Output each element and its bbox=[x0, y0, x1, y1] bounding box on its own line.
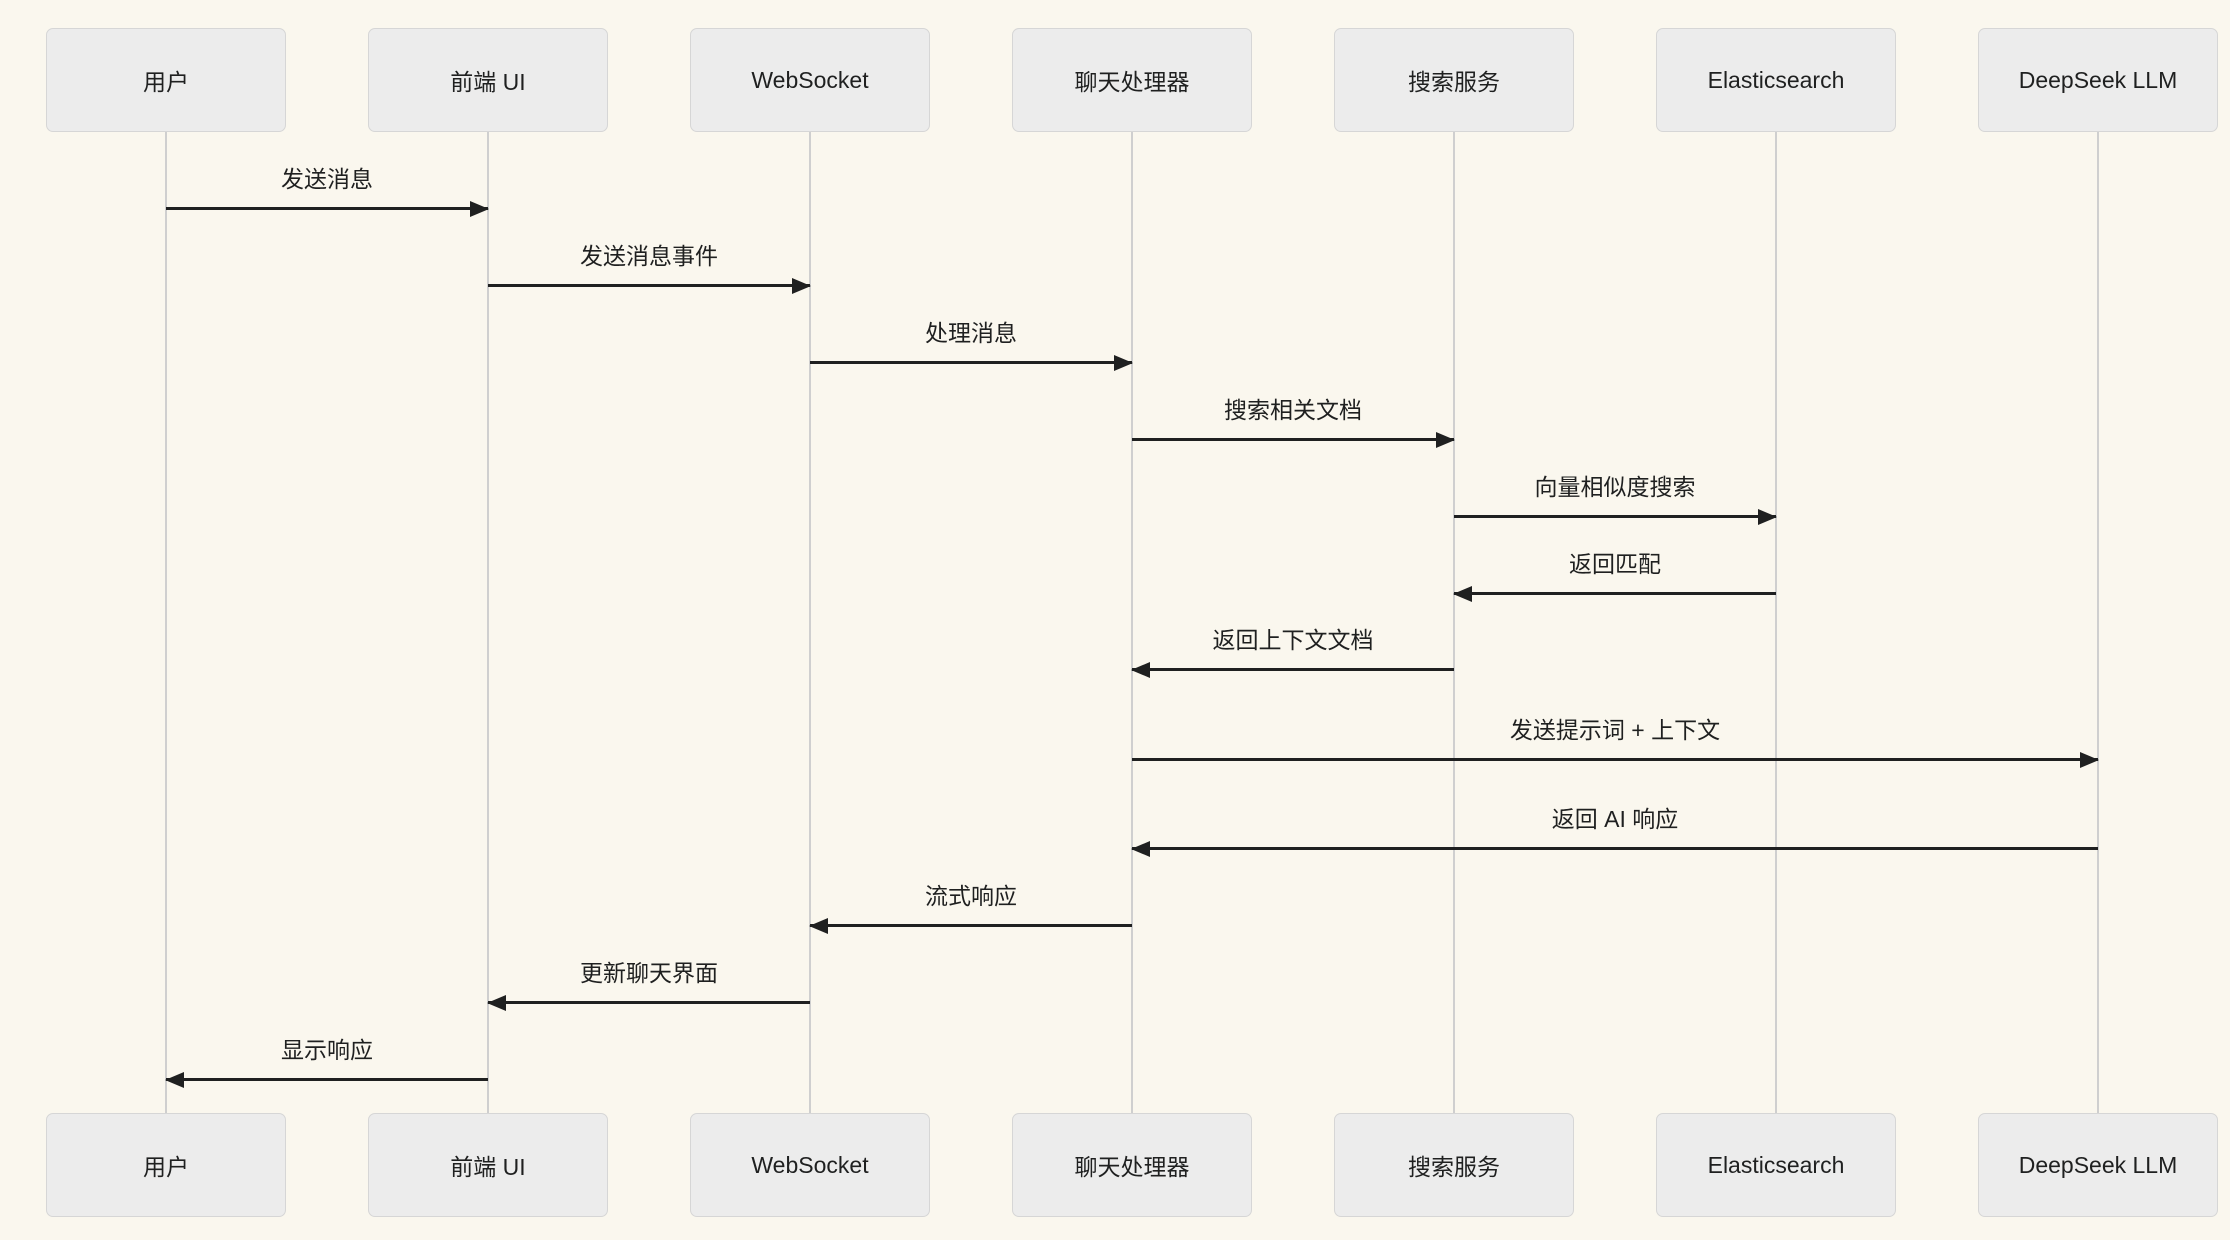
message-label: 发送消息事件 bbox=[580, 243, 718, 269]
actor-label: DeepSeek LLM bbox=[2018, 1151, 2178, 1178]
message-label: 搜索相关文档 bbox=[1224, 397, 1362, 423]
lifeline bbox=[165, 132, 167, 1113]
actor-label: 用户 bbox=[143, 1154, 189, 1180]
actor-bottom-box: 搜索服务 bbox=[1334, 1113, 1574, 1217]
message-line bbox=[810, 361, 1132, 364]
actor-label: 搜索服务 bbox=[1408, 1154, 1500, 1180]
lifeline bbox=[1775, 132, 1777, 1113]
actor-top-box: 用户 bbox=[46, 28, 286, 132]
actor-label: Elasticsearch bbox=[1707, 66, 1845, 93]
actor-bottom-box: WebSocket bbox=[690, 1113, 930, 1217]
actor-label: WebSocket bbox=[751, 66, 869, 93]
actor-top-box: 搜索服务 bbox=[1334, 28, 1574, 132]
message-line bbox=[488, 1001, 810, 1004]
message-send-message: 发送消息 bbox=[166, 152, 489, 217]
message-label: 返回匹配 bbox=[1569, 551, 1661, 577]
arrowhead-icon bbox=[1758, 508, 1777, 525]
actor-label: 搜索服务 bbox=[1408, 69, 1500, 95]
arrowhead-icon bbox=[809, 917, 828, 934]
actor-label: Elasticsearch bbox=[1707, 1151, 1845, 1178]
message-line bbox=[1132, 758, 2098, 761]
message-stream-response: 流式响应 bbox=[809, 869, 1132, 934]
message-line bbox=[1454, 592, 1776, 595]
message-vector-similarity-search: 向量相似度搜索 bbox=[1454, 460, 1777, 525]
message-send-message-event: 发送消息事件 bbox=[488, 229, 811, 294]
actor-bottom-box: DeepSeek LLM bbox=[1978, 1113, 2218, 1217]
actor-top-box: DeepSeek LLM bbox=[1978, 28, 2218, 132]
arrowhead-icon bbox=[1114, 354, 1133, 371]
message-line bbox=[1454, 515, 1776, 518]
actor-bottom-box: 用户 bbox=[46, 1113, 286, 1217]
message-label: 显示响应 bbox=[281, 1037, 373, 1063]
message-line bbox=[166, 1078, 488, 1081]
message-label: 发送提示词 + 上下文 bbox=[1509, 717, 1721, 743]
arrowhead-icon bbox=[1453, 585, 1472, 602]
message-send-prompt-context: 发送提示词 + 上下文 bbox=[1132, 703, 2099, 768]
actor-bottom-box: 前端 UI bbox=[368, 1113, 608, 1217]
lifeline bbox=[2097, 132, 2099, 1113]
lifeline bbox=[1453, 132, 1455, 1113]
actor-top-box: 前端 UI bbox=[368, 28, 608, 132]
message-update-chat-ui: 更新聊天界面 bbox=[487, 946, 810, 1011]
message-line bbox=[1132, 847, 2098, 850]
message-line bbox=[810, 924, 1132, 927]
lifeline bbox=[1131, 132, 1133, 1113]
arrowhead-icon bbox=[1436, 431, 1455, 448]
actor-label: 前端 UI bbox=[450, 69, 526, 95]
message-label: 向量相似度搜索 bbox=[1534, 474, 1696, 500]
arrowhead-icon bbox=[1131, 661, 1150, 678]
actor-top-box: Elasticsearch bbox=[1656, 28, 1896, 132]
message-label: 发送消息 bbox=[281, 166, 373, 192]
message-line bbox=[488, 284, 810, 287]
message-process-message: 处理消息 bbox=[810, 306, 1133, 371]
actor-label: 前端 UI bbox=[450, 1154, 526, 1180]
message-label: 更新聊天界面 bbox=[580, 960, 718, 986]
message-return-matches: 返回匹配 bbox=[1453, 537, 1776, 602]
arrowhead-icon bbox=[165, 1071, 184, 1088]
message-return-ai-response: 返回 AI 响应 bbox=[1131, 792, 2098, 857]
message-label: 流式响应 bbox=[925, 883, 1017, 909]
lifeline bbox=[487, 132, 489, 1113]
message-return-context-docs: 返回上下文文档 bbox=[1131, 613, 1454, 678]
actor-bottom-box: Elasticsearch bbox=[1656, 1113, 1896, 1217]
arrowhead-icon bbox=[487, 994, 506, 1011]
actor-top-box: 聊天处理器 bbox=[1012, 28, 1252, 132]
actor-label: 聊天处理器 bbox=[1074, 69, 1190, 95]
actor-bottom-box: 聊天处理器 bbox=[1012, 1113, 1252, 1217]
message-display-response: 显示响应 bbox=[165, 1023, 488, 1088]
arrowhead-icon bbox=[792, 277, 811, 294]
actor-top-box: WebSocket bbox=[690, 28, 930, 132]
message-search-related-docs: 搜索相关文档 bbox=[1132, 383, 1455, 448]
actor-label: DeepSeek LLM bbox=[2018, 66, 2178, 93]
arrowhead-icon bbox=[1131, 840, 1150, 857]
actor-label: 聊天处理器 bbox=[1074, 1154, 1190, 1180]
lifeline bbox=[809, 132, 811, 1113]
message-label: 返回 AI 响应 bbox=[1551, 806, 1679, 832]
actor-label: 用户 bbox=[143, 69, 189, 95]
arrowhead-icon bbox=[470, 200, 489, 217]
message-label: 返回上下文文档 bbox=[1212, 627, 1374, 653]
message-label: 处理消息 bbox=[925, 320, 1017, 346]
message-line bbox=[1132, 438, 1454, 441]
arrowhead-icon bbox=[2080, 751, 2099, 768]
actor-label: WebSocket bbox=[751, 1151, 869, 1178]
message-line bbox=[1132, 668, 1454, 671]
message-line bbox=[166, 207, 488, 210]
